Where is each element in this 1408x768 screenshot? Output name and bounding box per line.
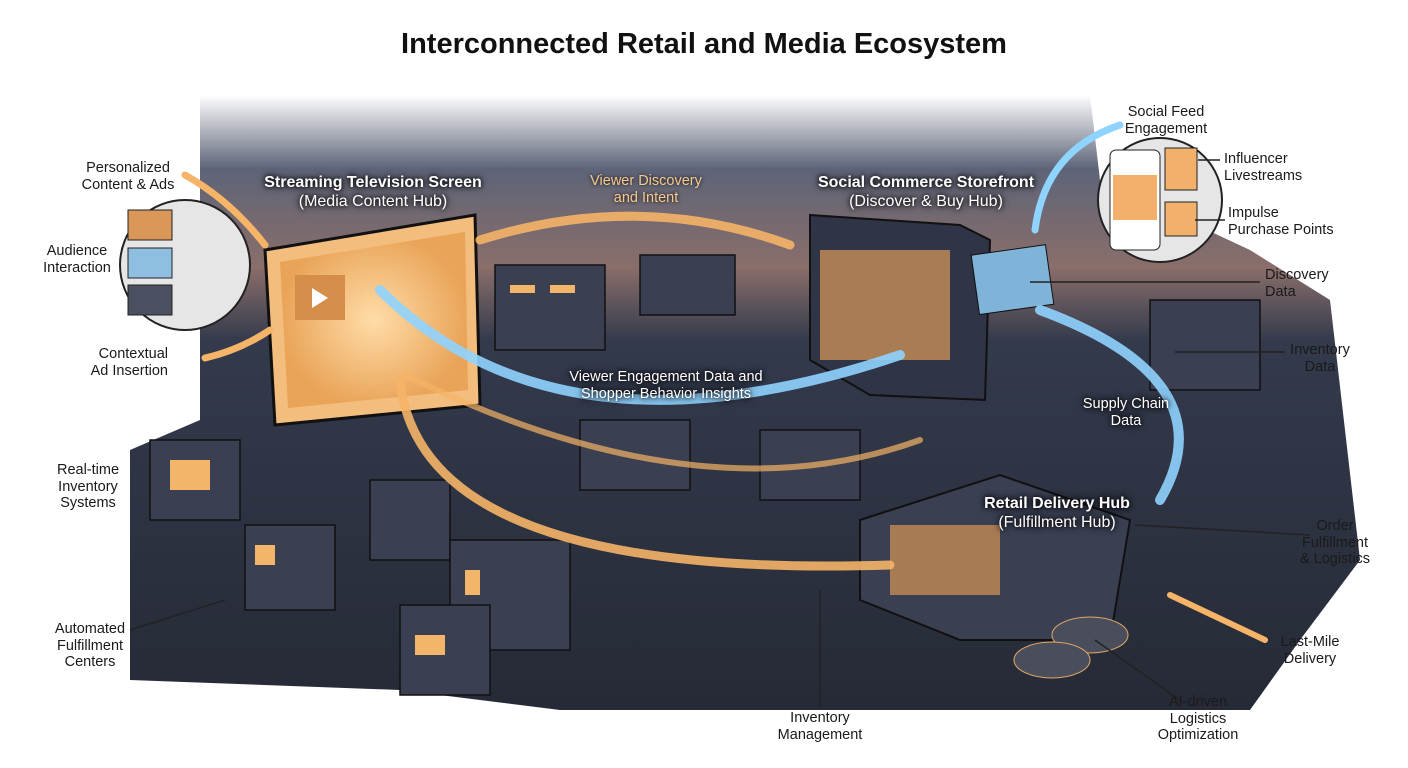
engagement-data-label: Viewer Engagement Data and Shopper Behav… [569,369,763,402]
order-fulfillment-label: Order Fulfillment & Logistics [1299,518,1371,567]
last-mile-label: Last-Mile Delivery [1280,634,1340,667]
hub-sub: (Fulfillment Hub) [998,514,1116,531]
viewer-discovery-label: Viewer Discovery and Intent [590,173,702,206]
social-feed-label: Social Feed Engagement [1124,104,1208,137]
page-title: Interconnected Retail and Media Ecosyste… [401,28,1007,60]
hub-name: Streaming Television Screen [264,174,482,191]
lit-windows [170,285,575,655]
hub-name: Social Commerce Storefront [817,174,1035,191]
contextual-ad-label: Contextual Ad Insertion [90,346,168,379]
hub-sub: (Discover & Buy Hub) [849,193,1003,210]
impulse-purchase-label: Impulse Purchase Points [1228,205,1334,238]
inventory-management-label: Inventory Management [777,710,863,743]
supply-chain-label: Supply Chain Data [1082,396,1170,429]
discovery-data-label: Discovery Data [1265,267,1329,300]
realtime-inventory-label: Real-time Inventory Systems [56,462,120,511]
audience-interaction-inset [119,199,251,331]
tv-screen-icon [263,213,482,427]
streaming-hub-label: Streaming Television Screen (Media Conten… [264,173,482,211]
ai-logistics-label: AI-driven Logistics Optimization [1157,694,1239,743]
personalized-content-label: Personalized Content & Ads [81,160,175,193]
flow-arrows [181,121,1268,643]
hub-name: Retail Delivery Hub [984,495,1130,512]
leader-lines [129,159,1311,706]
automated-fulfillment-label: Automated Fulfillment Centers [54,621,126,670]
social-feed-inset [1097,137,1223,263]
audience-interaction-label: Audience Interaction [43,243,111,276]
hub-sub: (Media Content Hub) [298,193,448,210]
delivery-hub-label: Retail Delivery Hub (Fulfillment Hub) [984,494,1130,532]
inventory-data-label: Inventory Data [1290,342,1350,375]
social-hub-label: Social Commerce Storefront (Discover & Bu… [818,173,1034,211]
influencer-label: Influencer Livestreams [1224,151,1303,184]
